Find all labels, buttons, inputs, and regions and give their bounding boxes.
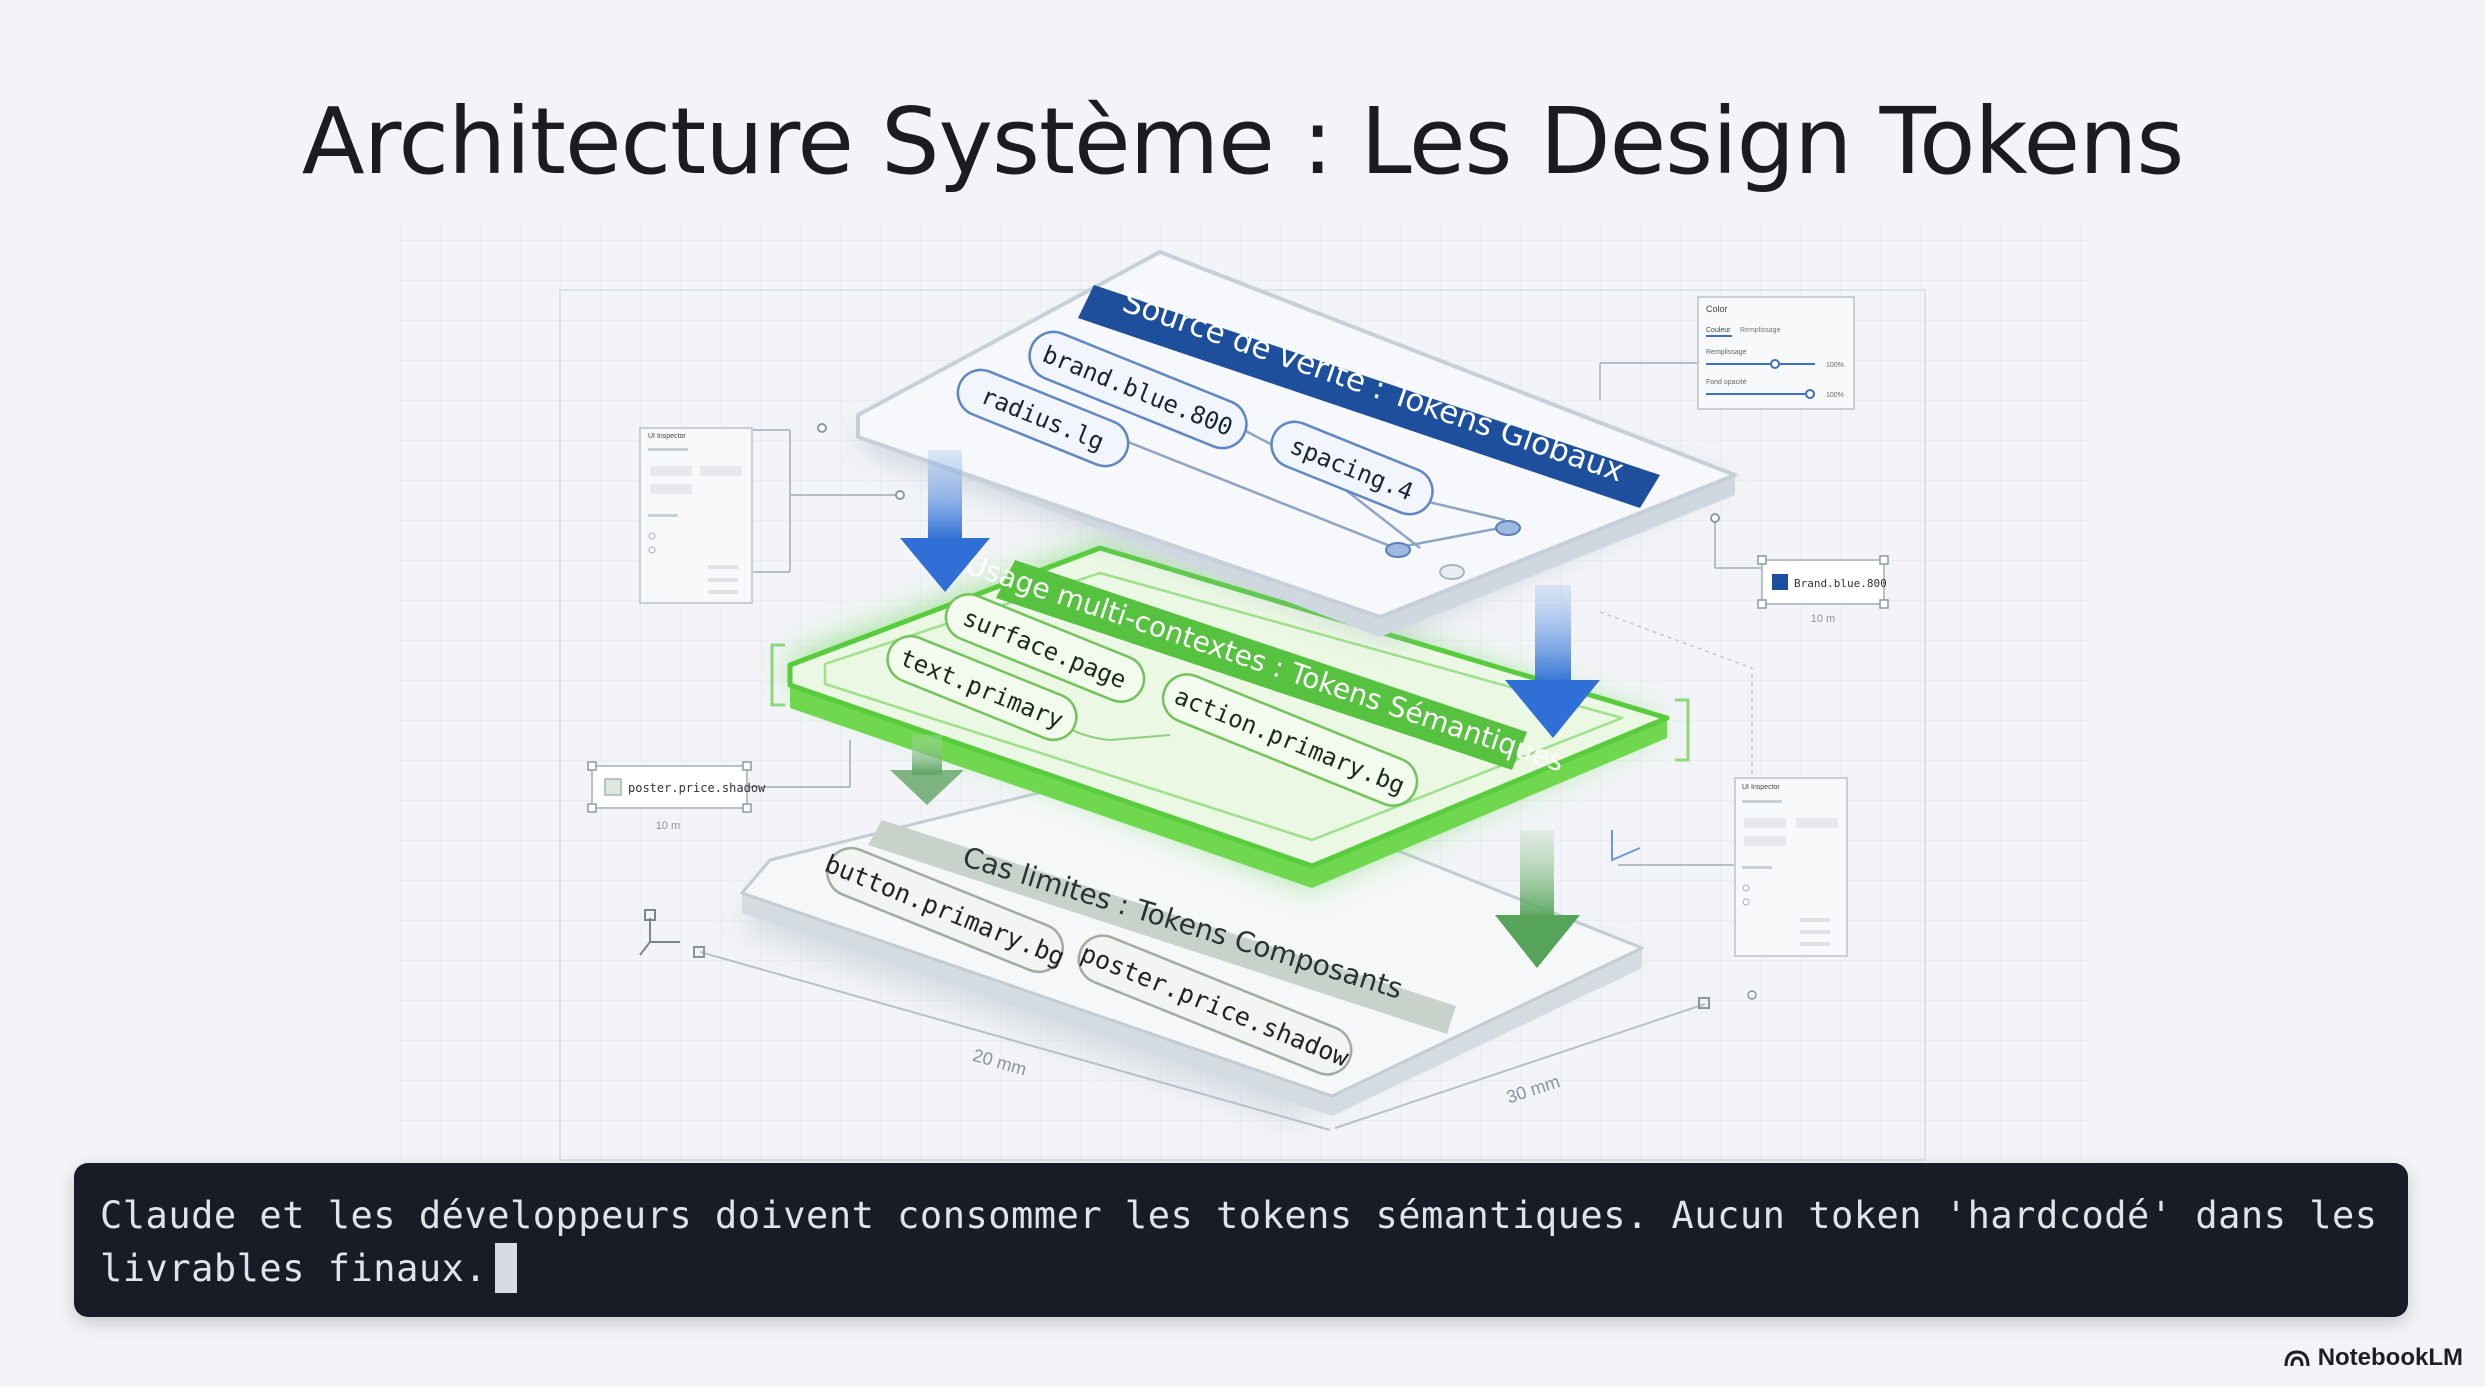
color-panel-tab-2: Remplissage: [1740, 327, 1781, 334]
color-panel-title: Color: [1706, 304, 1728, 314]
shadow-token-callout: poster.price.shadow 10 m: [587, 740, 851, 832]
global-layer-header-band: [1078, 285, 1660, 508]
semantic-layer-side: [790, 685, 1667, 888]
terminal-caption: Claude et les développeurs doivent conso…: [74, 1163, 2408, 1317]
flow-arrow-semantic-to-component-right: [1495, 830, 1580, 968]
color-panel-value-1: 100%: [1826, 362, 1844, 369]
terminal-cursor: [495, 1243, 518, 1293]
global-layer-side: [858, 415, 1735, 637]
right-panel-title: UI Inspector: [1742, 784, 1780, 791]
notebooklm-logo-icon: [2284, 1350, 2310, 1367]
semantic-layer: Usage multi-contextes : Tokens Sémantiqu…: [770, 545, 1690, 888]
global-layer: Source de vérité : Tokens Globaux brand.…: [856, 250, 1737, 640]
color-panel-value-2: 100%: [1826, 392, 1844, 399]
brand-label: NotebookLM: [2317, 1344, 2463, 1371]
flow-arrow-global-to-semantic-right: [1505, 585, 1600, 738]
flow-arrow-semantic-to-component-left: [890, 735, 964, 805]
color-panel: Color Couleur Remplissage Remplissage 10…: [1599, 296, 1855, 410]
semantic-layer-header-band: [996, 560, 1527, 770]
flow-arrow-global-to-semantic-left: [900, 450, 990, 592]
slide-title: Architecture Système : Les Design Tokens: [301, 88, 2185, 195]
right-inspector-panel: UI Inspector: [1599, 611, 1848, 1000]
dimension-label-chip-left: 10 m: [656, 820, 680, 832]
component-layer-header-band: [868, 820, 1456, 1034]
component-layer: Cas limites : Tokens Composants button.p…: [639, 758, 1710, 1131]
brand-chip-label: Brand.blue.800: [1794, 577, 1887, 590]
brand-token-callout: Brand.blue.800 10 m: [1710, 513, 1889, 625]
dimension-label-chip-right: 10 m: [1811, 613, 1835, 625]
left-inspector-panel: UI Inspector: [639, 423, 905, 604]
color-panel-tab-1: Couleur: [1706, 327, 1731, 334]
terminal-text: Claude et les développeurs doivent conso…: [100, 1194, 2401, 1290]
color-panel-row-1: Remplissage: [1706, 349, 1747, 356]
color-panel-row-2: Fond opacité: [1706, 379, 1747, 386]
notebooklm-brand: NotebookLM: [2284, 1344, 2463, 1372]
shadow-chip-label: poster.price.shadow: [628, 781, 766, 795]
axis-gizmo-icon: [639, 909, 680, 956]
left-panel-title: UI Inspector: [648, 433, 686, 440]
